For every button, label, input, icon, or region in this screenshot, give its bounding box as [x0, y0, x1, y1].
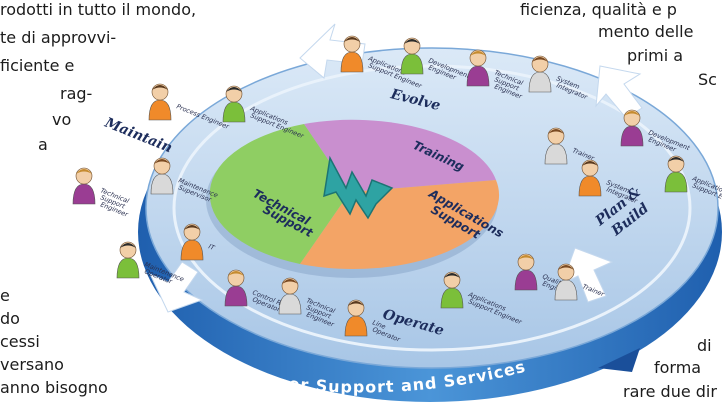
person-hair-icon — [154, 159, 170, 164]
person-hair-icon — [548, 129, 564, 134]
person-hair-icon — [582, 161, 598, 166]
person-hair-icon — [470, 51, 486, 56]
person-hair-icon — [558, 265, 574, 270]
person-hair-icon — [444, 273, 460, 278]
center-disk: Training Technical Support Applications … — [206, 119, 506, 278]
left-text-line-11: anno bisogno — [0, 378, 108, 397]
person-hair-icon — [404, 39, 420, 44]
person-body-icon — [148, 99, 172, 121]
segment-technical-support — [209, 124, 350, 264]
person-hair-icon — [152, 85, 168, 90]
right-text-line-1: ficienza, qualità e p — [520, 0, 677, 19]
right-text-line-3: primi a — [627, 46, 684, 65]
left-text-line-3: ficiente e — [0, 56, 75, 75]
person-hair-icon — [624, 111, 640, 116]
person-hair-icon — [228, 271, 244, 276]
right-text-line-2: mento delle — [598, 22, 694, 41]
phase-maintain-label: Maintain — [102, 114, 175, 156]
person-hair-icon — [226, 87, 242, 92]
left-text-line-6: a — [38, 135, 48, 154]
right-text-line-4: Sc — [698, 70, 717, 89]
left-text-line-1: rodotti in tutto il mondo, — [0, 0, 197, 19]
left-text-line-7: e — [0, 286, 10, 305]
platform-inner-band — [172, 64, 692, 352]
left-text-line-9: cessi — [0, 332, 40, 351]
left-text-line-8: do — [0, 309, 20, 328]
person-hair-icon — [518, 255, 534, 260]
person-hair-icon — [282, 279, 298, 284]
left-text-line-10: versano — [0, 355, 64, 374]
company-logo-icon — [323, 155, 394, 220]
right-text-line-6: forma — [654, 358, 702, 377]
right-text-line-7: rare due dir — [623, 382, 717, 401]
person-body-icon — [72, 183, 96, 205]
person-hair-icon — [120, 243, 136, 248]
person-hair-icon — [532, 57, 548, 62]
left-text-line-2: te di approvvi- — [0, 28, 117, 47]
flow-arrows — [148, 23, 643, 313]
person-hair-icon — [184, 225, 200, 230]
ring-arrowhead — [598, 348, 640, 372]
left-text-line-5: vo — [52, 110, 72, 129]
person-role-label: IT — [207, 242, 216, 252]
flow-arrow-left — [148, 261, 204, 313]
flow-arrow-top — [299, 23, 366, 79]
person-hair-icon — [344, 37, 360, 42]
person-hair-icon — [668, 157, 684, 162]
right-text-line-5: di — [697, 336, 712, 355]
left-text-line-4: rag- — [60, 84, 93, 103]
person-maintain-5: IT — [180, 223, 217, 261]
person-body-icon — [116, 257, 140, 279]
person-hair-icon — [76, 169, 92, 174]
person-hair-icon — [348, 301, 364, 306]
